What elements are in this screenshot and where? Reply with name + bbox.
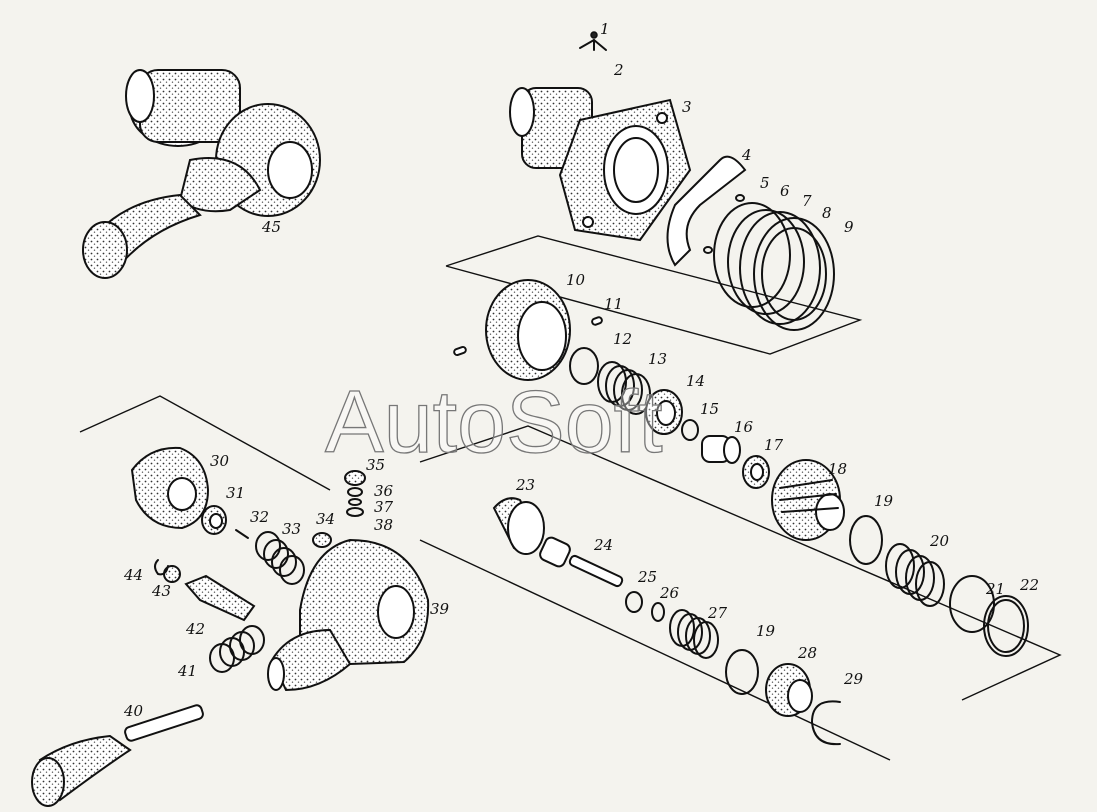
part-label: 1 <box>600 20 610 38</box>
part-label: 10 <box>566 271 586 289</box>
part-label: 18 <box>828 460 847 478</box>
spring-13 <box>597 361 651 415</box>
part-label: 9 <box>844 218 854 236</box>
ring-15 <box>681 419 699 441</box>
part-label: 16 <box>734 418 754 436</box>
part-label: 15 <box>700 400 719 418</box>
piston-18 <box>771 459 845 541</box>
part-label: 17 <box>764 436 784 454</box>
spring-33 <box>255 531 305 585</box>
assembly-plane-upper <box>445 235 863 355</box>
part-label: 37 <box>374 498 394 516</box>
stem-24 <box>539 536 624 588</box>
assembly-plane-right <box>419 425 1062 701</box>
part-label: 35 <box>366 456 385 474</box>
washer-21 <box>949 575 995 633</box>
lock-plate-4 <box>666 155 747 267</box>
part-label: 5 <box>760 174 770 192</box>
part-label: 3 <box>682 98 692 116</box>
bushing-16 <box>701 435 741 464</box>
spring-27 <box>669 609 719 659</box>
part-label: 7 <box>802 192 812 210</box>
clip-44 <box>154 559 169 576</box>
o-ring-19-lower <box>725 649 759 695</box>
part-label: 42 <box>185 620 205 638</box>
seat-23 <box>492 497 545 555</box>
screw-35 <box>344 470 366 486</box>
part-label: 39 <box>430 600 450 618</box>
part-label: 2 <box>613 61 624 79</box>
assembled-valve-45 <box>82 69 321 279</box>
plug-28 <box>765 663 813 717</box>
part-label: 32 <box>250 508 269 526</box>
part-label: 27 <box>707 604 728 622</box>
cap-34 <box>312 532 332 548</box>
ring-26 <box>651 602 665 622</box>
part-label: 36 <box>374 482 394 500</box>
part-label: 13 <box>648 350 667 368</box>
part-label: 14 <box>686 372 705 390</box>
part-label: 45 <box>261 218 281 236</box>
washer-14 <box>645 389 683 435</box>
part-label: 41 <box>177 662 197 680</box>
washer-31 <box>201 505 227 535</box>
housing-3 <box>509 87 692 242</box>
part-label: 34 <box>316 510 335 528</box>
part-label: 25 <box>637 568 657 586</box>
o-ring-19-upper <box>849 515 883 565</box>
part-label: 11 <box>604 295 623 313</box>
cover-30 <box>130 446 210 530</box>
spring-41 <box>209 625 265 673</box>
part-label: 8 <box>822 204 832 222</box>
washer-25 <box>625 591 643 613</box>
washer-17 <box>742 455 770 489</box>
body-39 <box>267 538 430 692</box>
part-label: 44 <box>123 566 143 584</box>
cage-10 <box>453 279 603 381</box>
part-label: 12 <box>613 330 632 348</box>
ring-38 <box>346 507 364 517</box>
part-label: 19 <box>756 622 776 640</box>
part-label: 4 <box>741 146 752 164</box>
washer-22 <box>983 595 1029 657</box>
watermark-text: AutoSoft <box>325 372 663 471</box>
part-label: 38 <box>374 516 393 534</box>
part-label: 22 <box>1019 576 1039 594</box>
handle-40 <box>31 704 204 807</box>
part-label: 31 <box>226 484 245 502</box>
part-label: 30 <box>210 452 230 470</box>
part-label: 33 <box>282 520 301 538</box>
washer-36 <box>347 487 363 497</box>
part-label: 28 <box>797 644 817 662</box>
pin-1 <box>590 31 598 39</box>
snap-ring-29 <box>811 700 841 746</box>
spring-20 <box>885 543 945 607</box>
part-label: 6 <box>780 182 790 200</box>
clip-2 <box>579 39 607 51</box>
pin-32 <box>235 529 249 539</box>
part-label: 29 <box>843 670 864 688</box>
part-label: 40 <box>123 702 144 720</box>
part-labels: 1 2 3 4 5 6 7 8 9 10 11 12 13 14 15 16 1… <box>123 20 1039 720</box>
part-label: 24 <box>593 536 613 554</box>
part-label: 26 <box>659 584 680 602</box>
part-label: 21 <box>985 580 1005 598</box>
ring-stack-5-9 <box>703 194 835 331</box>
ring-37 <box>348 498 362 506</box>
part-label: 43 <box>151 582 171 600</box>
part-label: 20 <box>929 532 950 550</box>
ring-12 <box>569 347 599 385</box>
part-label: 19 <box>874 492 894 510</box>
part-label: 23 <box>515 476 535 494</box>
lever-42 <box>184 574 256 622</box>
